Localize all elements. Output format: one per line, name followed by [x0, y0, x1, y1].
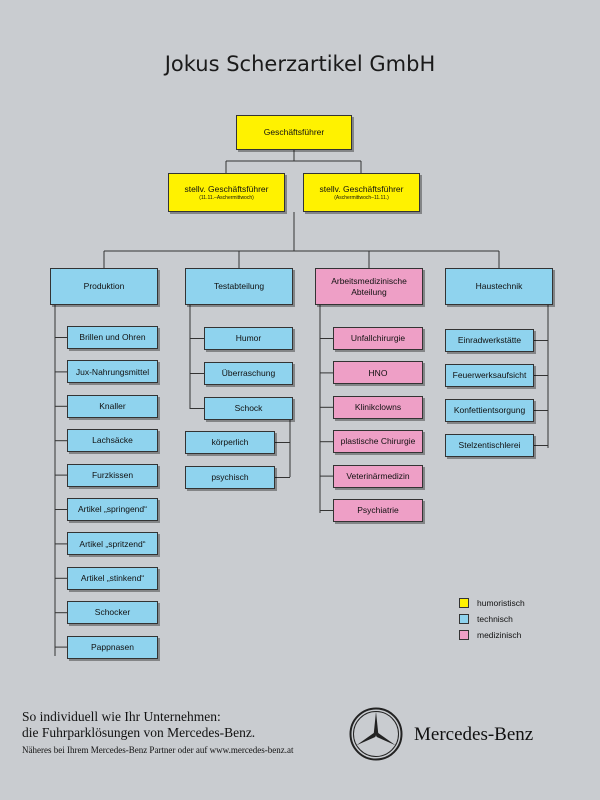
department-box: Produktion [50, 268, 158, 305]
unit-box-label: körperlich [211, 437, 249, 448]
unit-box: Jux-Nahrungsmittel [67, 360, 158, 384]
department-box-label: Testabteilung [213, 281, 265, 292]
mercedes-star-icon [349, 707, 403, 761]
unit-box: Unfallchirurgie [333, 327, 423, 350]
unit-box-label: Klinikclowns [354, 401, 402, 412]
unit-box-label: Jux-Nahrungsmittel [75, 366, 150, 377]
unit-box-label: Unfallchirurgie [350, 333, 406, 344]
deputy-box-period: (Aschermittwoch–11.11.) [334, 195, 389, 202]
unit-box: Konfettientsorgung [445, 399, 534, 422]
legend-item-humoristisch: humoristisch [459, 598, 525, 608]
brand-name: Mercedes-Benz [414, 724, 534, 745]
legend-item-technisch: technisch [459, 614, 513, 624]
department-box-label: Arbeitsmedizinische Abteilung [331, 275, 407, 297]
unit-box-label: Humor [235, 333, 262, 344]
unit-box: Veterinärmedizin [333, 464, 423, 488]
unit-box: Schocker [67, 601, 158, 625]
unit-box-label: Überraschung [221, 368, 276, 379]
unit-box: körperlich [185, 431, 275, 454]
unit-box-label: Veterinärmedizin [346, 470, 410, 481]
footer-info: Näheres bei Ihrem Mercedes-Benz Partner … [22, 745, 294, 755]
legend-swatch-blue [459, 614, 469, 624]
unit-box-label: Brillen und Ohren [79, 332, 146, 343]
unit-box: Knaller [67, 394, 158, 418]
unit-box: Psychiatrie [333, 499, 423, 522]
unit-box-label: Artikel „springend“ [78, 504, 147, 515]
unit-box: Einradwerkstätte [445, 329, 534, 352]
unit-box-label: Artikel „spritzend“ [79, 538, 146, 549]
deputy-box-label: stellv. Geschäftsführer [319, 183, 404, 194]
unit-box-label: Psychiatrie [357, 505, 399, 516]
unit-box-label: Knaller [99, 400, 126, 411]
unit-box-label: psychisch [211, 472, 249, 483]
department-box: Testabteilung [185, 268, 293, 305]
unit-box: Überraschung [204, 362, 293, 385]
unit-box: Artikel „springend“ [67, 498, 158, 521]
unit-box-label: Feuerwerksaufsicht [452, 370, 527, 381]
unit-box: psychisch [185, 466, 275, 489]
legend-label: technisch [477, 614, 513, 624]
ceo-box: Geschäftsführer [236, 115, 352, 150]
legend-label: medizinisch [477, 630, 522, 640]
unit-box: Feuerwerksaufsicht [445, 364, 534, 387]
unit-box-label: Konfettientsorgung [453, 405, 526, 416]
unit-box-label: Artikel „stinkend“ [80, 572, 145, 583]
unit-box: Klinikclowns [333, 395, 423, 419]
page-title: Jokus Scherzartikel GmbH [164, 52, 436, 76]
unit-box-label: Einradwerkstätte [457, 335, 522, 346]
unit-box: Brillen und Ohren [67, 326, 158, 349]
unit-box: HNO [333, 361, 423, 385]
unit-box: plastische Chirurgie [333, 430, 423, 454]
deputy-box: stellv. Geschäftsführer(11.11.–Aschermit… [168, 173, 285, 212]
unit-box-label: Schock [234, 403, 263, 414]
legend-item-medizinisch: medizinisch [459, 630, 521, 640]
deputy-box-label: stellv. Geschäftsführer [184, 183, 269, 194]
unit-box-label: Lachsäcke [92, 435, 133, 446]
slogan-line-2: die Fuhrparklösungen von Mercedes-Benz. [22, 725, 256, 741]
unit-box-label: plastische Chirurgie [340, 436, 416, 447]
unit-box: Furzkissen [67, 463, 158, 487]
unit-box: Stelzentischlerei [445, 434, 534, 457]
department-box-label: Haustechnik [475, 281, 523, 292]
unit-box-label: Furzkissen [91, 469, 134, 480]
footer-slogan: So individuell wie Ihr Unternehmen: die … [22, 709, 255, 741]
department-box: Haustechnik [445, 268, 553, 305]
legend-swatch-pink [459, 630, 469, 640]
deputy-box: stellv. Geschäftsführer(Aschermittwoch–1… [303, 173, 420, 212]
unit-box-label: Stelzentischlerei [458, 440, 521, 451]
unit-box: Lachsäcke [67, 429, 158, 453]
department-box-label: Produktion [83, 281, 125, 292]
unit-box-label: Schocker [94, 607, 131, 618]
legend-label: humoristisch [477, 598, 525, 608]
unit-box: Pappnasen [67, 635, 158, 659]
deputy-box-period: (11.11.–Aschermittwoch) [199, 195, 254, 202]
unit-box-label: HNO [368, 367, 388, 378]
unit-box: Humor [204, 327, 293, 350]
unit-box-label: Pappnasen [90, 641, 134, 652]
legend-swatch-yellow [459, 598, 469, 608]
unit-box: Artikel „stinkend“ [67, 566, 158, 590]
department-box: Arbeitsmedizinische Abteilung [315, 268, 423, 305]
unit-box: Schock [204, 397, 293, 420]
unit-box: Artikel „spritzend“ [67, 532, 158, 556]
slogan-line-1: So individuell wie Ihr Unternehmen: [22, 709, 221, 724]
ceo-box-label: Geschäftsführer [263, 127, 325, 138]
